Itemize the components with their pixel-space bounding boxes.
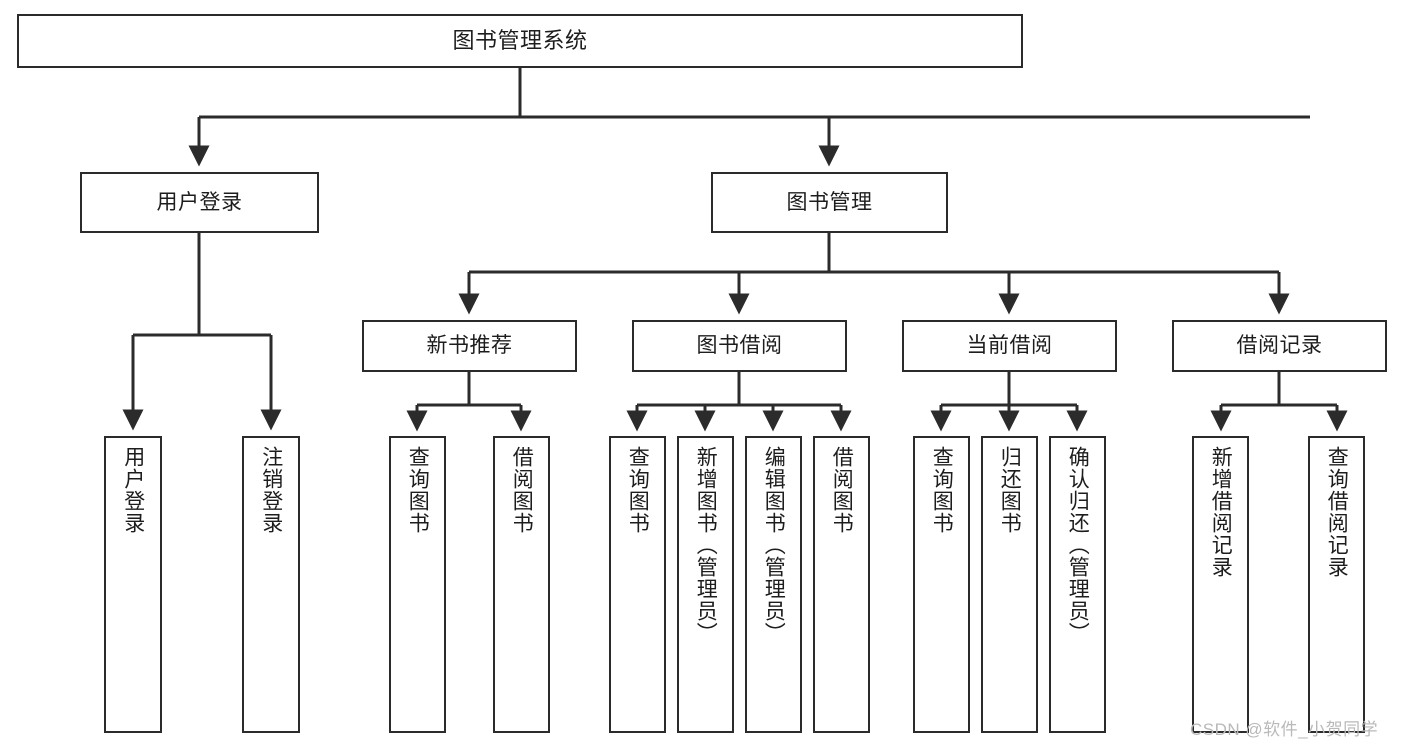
node-label: 归还图书 xyxy=(998,446,1022,534)
leaf-query-book-current[interactable]: 查询图书 xyxy=(913,436,970,733)
node-label: 查询图书 xyxy=(626,446,650,534)
node-label: 图书借阅 xyxy=(696,334,783,358)
node-label: 新增图书（管理员） xyxy=(694,446,718,644)
node-label: 查询图书 xyxy=(406,446,430,534)
leaf-borrow-book-recommendation[interactable]: 借阅图书 xyxy=(493,436,550,733)
node-label: 查询借阅记录 xyxy=(1325,446,1349,578)
node-label: 借阅记录 xyxy=(1236,334,1323,358)
node-label: 新增借阅记录 xyxy=(1209,446,1233,578)
leaf-query-book-recommendation[interactable]: 查询图书 xyxy=(389,436,446,733)
node-label: 用户登录 xyxy=(156,190,243,214)
node-label: 用户登录 xyxy=(121,446,145,534)
node-book-borrowing[interactable]: 图书借阅 xyxy=(632,320,847,372)
leaf-confirm-return-admin[interactable]: 确认归还（管理员） xyxy=(1049,436,1106,733)
node-label: 注销登录 xyxy=(259,446,283,534)
node-label: 确认归还（管理员） xyxy=(1066,446,1090,644)
node-label: 查询图书 xyxy=(930,446,954,534)
node-user-login[interactable]: 用户登录 xyxy=(80,172,319,233)
node-label: 借阅图书 xyxy=(510,446,534,534)
node-label: 新书推荐 xyxy=(426,334,513,358)
leaf-add-book-admin[interactable]: 新增图书（管理员） xyxy=(677,436,734,733)
node-label: 图书管理 xyxy=(786,190,873,214)
node-label: 图书管理系统 xyxy=(452,27,588,53)
leaf-borrow-book[interactable]: 借阅图书 xyxy=(813,436,870,733)
node-borrowing-records[interactable]: 借阅记录 xyxy=(1172,320,1387,372)
leaf-edit-book-admin[interactable]: 编辑图书（管理员） xyxy=(745,436,802,733)
node-new-book-recommendation[interactable]: 新书推荐 xyxy=(362,320,577,372)
node-current-borrowing[interactable]: 当前借阅 xyxy=(902,320,1117,372)
leaf-logout[interactable]: 注销登录 xyxy=(242,436,300,733)
node-root-book-management-system[interactable]: 图书管理系统 xyxy=(17,14,1023,68)
csdn-watermark: CSDN @软件_小贺同学 xyxy=(1190,720,1379,739)
leaf-query-borrowing-record[interactable]: 查询借阅记录 xyxy=(1308,436,1365,733)
node-label: 借阅图书 xyxy=(830,446,854,534)
node-label: 当前借阅 xyxy=(966,334,1053,358)
leaf-query-book-borrowing[interactable]: 查询图书 xyxy=(609,436,666,733)
leaf-return-book[interactable]: 归还图书 xyxy=(981,436,1038,733)
node-label: 编辑图书（管理员） xyxy=(762,446,786,644)
node-book-management[interactable]: 图书管理 xyxy=(711,172,948,233)
leaf-user-login[interactable]: 用户登录 xyxy=(104,436,162,733)
leaf-add-borrowing-record[interactable]: 新增借阅记录 xyxy=(1192,436,1249,733)
